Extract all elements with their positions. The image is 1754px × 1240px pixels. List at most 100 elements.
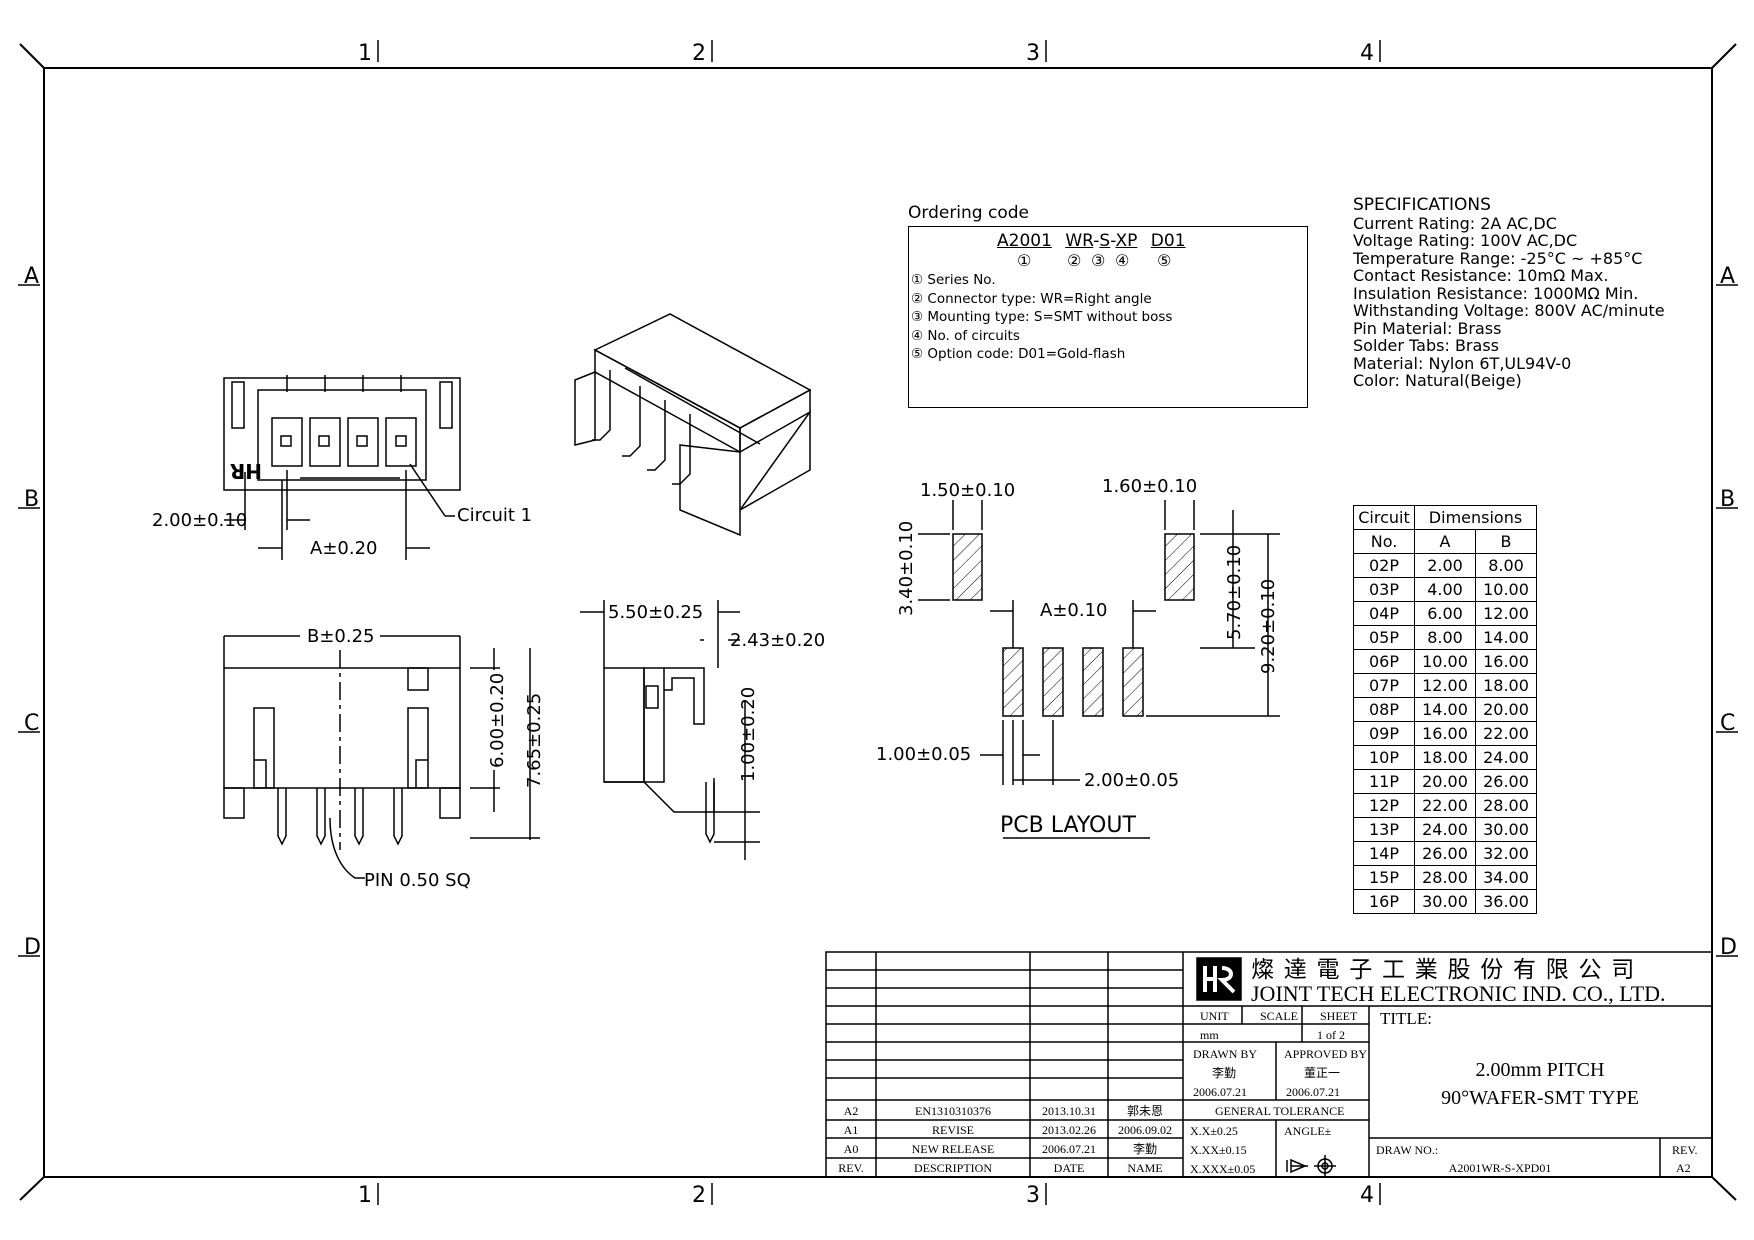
sheet-label: SHEET bbox=[1320, 1009, 1358, 1023]
ordering-line: ④ No. of circuits bbox=[911, 327, 1020, 344]
a-cell: 30.00 bbox=[1414, 889, 1476, 914]
unit-value: mm bbox=[1200, 1028, 1219, 1042]
date-cell: 2013.10.31 bbox=[1042, 1104, 1096, 1118]
ordering-line: ① Series No. bbox=[911, 272, 996, 288]
name-cell: 2006.09.02 bbox=[1118, 1123, 1172, 1137]
date-cell: 2013.02.26 bbox=[1042, 1123, 1096, 1137]
a-cell: 4.00 bbox=[1414, 577, 1476, 602]
circuit-cell: 04P bbox=[1353, 601, 1415, 626]
col-label-top: 1 bbox=[358, 41, 372, 66]
spec-line: Withstanding Voltage: 800V AC/minute bbox=[1353, 301, 1665, 320]
header-no: No. bbox=[1353, 529, 1415, 554]
b-cell: 32.00 bbox=[1475, 841, 1537, 866]
b-cell: 12.00 bbox=[1475, 601, 1537, 626]
circuit-cell: 03P bbox=[1353, 577, 1415, 602]
specifications: SPECIFICATIONS Current Rating: 2A AC,DC … bbox=[1353, 196, 1665, 390]
pcb-layout-title: PCB LAYOUT bbox=[1000, 813, 1136, 838]
circuit-cell: 10P bbox=[1353, 745, 1415, 770]
code-circuits: XP bbox=[1115, 231, 1138, 251]
circuit-cell: 15P bbox=[1353, 865, 1415, 890]
top-view bbox=[223, 375, 461, 560]
drawn-by-name: 李勤 bbox=[1212, 1065, 1236, 1080]
dim-550: 5.50±0.25 bbox=[608, 602, 703, 623]
dim-243: 2.43±0.20 bbox=[730, 630, 825, 651]
a-cell: 24.00 bbox=[1414, 817, 1476, 842]
a-cell: 18.00 bbox=[1414, 745, 1476, 770]
desc-cell: REVISE bbox=[932, 1123, 974, 1137]
approved-by-label: APPROVED BY bbox=[1284, 1047, 1367, 1061]
row-label-right: D bbox=[1720, 935, 1737, 960]
circuit-cell: 14P bbox=[1353, 841, 1415, 866]
b-cell: 36.00 bbox=[1475, 889, 1537, 914]
a-cell: 28.00 bbox=[1414, 865, 1476, 890]
ordering-code-box: A2001 WR-S-XP D01 ① ② ③ ④ ⑤ ① Series No.… bbox=[908, 226, 1308, 408]
side-view-labels: 5.50±0.25 2.43±0.20 1.00±0.20 bbox=[608, 602, 825, 782]
row-label-left: B bbox=[24, 487, 39, 512]
b-cell: 20.00 bbox=[1475, 697, 1537, 722]
dim-w-100: 1.00±0.05 bbox=[876, 744, 971, 765]
hr-mark: HR bbox=[230, 459, 262, 483]
spec-line: Insulation Resistance: 1000MΩ Min. bbox=[1353, 283, 1639, 303]
ordering-line: ⑤ Option code: D01=Gold-flash bbox=[911, 346, 1126, 363]
a-cell: 16.00 bbox=[1414, 721, 1476, 746]
col-label-bottom: 1 bbox=[358, 1183, 372, 1208]
draw-no-label: DRAW NO.: bbox=[1376, 1143, 1438, 1157]
unit-label: UNIT bbox=[1200, 1009, 1229, 1023]
company-name-cn: 燦 達 電 子 工 業 股 份 有 限 公 司 bbox=[1251, 957, 1636, 982]
pcb-labels: 1.50±0.10 1.60±0.10 3.40±0.10 A±0.10 5.7… bbox=[876, 476, 1279, 838]
b-cell: 30.00 bbox=[1475, 817, 1537, 842]
name-cell: 李勤 bbox=[1133, 1141, 1157, 1156]
ordering-legend: ① Series No. ② Connector type: WR=Right … bbox=[911, 271, 1172, 364]
desc-cell: EN1310310376 bbox=[915, 1104, 991, 1118]
b-cell: 18.00 bbox=[1475, 673, 1537, 698]
code-series: A2001 bbox=[997, 231, 1052, 251]
b-cell: 16.00 bbox=[1475, 649, 1537, 674]
b-cell: 28.00 bbox=[1475, 793, 1537, 818]
code-sep: - bbox=[1110, 231, 1116, 251]
b-cell: 34.00 bbox=[1475, 865, 1537, 890]
row-label-right: A bbox=[1720, 264, 1735, 289]
sheet-value: 1 of 2 bbox=[1317, 1028, 1345, 1042]
dim-a-020: A±0.20 bbox=[310, 538, 377, 559]
drawn-by-date: 2006.07.21 bbox=[1193, 1085, 1247, 1099]
top-view-labels: 2.00±0.10 A±0.20 Circuit 1 HR bbox=[152, 459, 532, 559]
pcb-layout bbox=[918, 500, 1280, 839]
rev-value: A2 bbox=[1676, 1161, 1691, 1175]
angle-label: ANGLE± bbox=[1284, 1124, 1332, 1138]
a-cell: 6.00 bbox=[1414, 601, 1476, 626]
row-label-left: D bbox=[24, 935, 41, 960]
revision-table: A2 EN1310310376 2013.10.31 郭未恩 A1 REVISE… bbox=[838, 1104, 1172, 1175]
row-label-left: C bbox=[24, 711, 39, 736]
zone-labels: 1 2 3 4 1 2 3 4 A B C D A B C D bbox=[24, 41, 1737, 1208]
code-number: ③ bbox=[1091, 251, 1106, 270]
dim-pitch: 2.00±0.10 bbox=[152, 510, 247, 531]
code-number: ④ bbox=[1115, 251, 1130, 270]
spec-line: Temperature Range: -25°C ~ +85°C bbox=[1353, 248, 1643, 268]
spec-line: Solder Tabs: Brass bbox=[1353, 336, 1499, 355]
spec-line: Current Rating: 2A AC,DC bbox=[1353, 213, 1557, 233]
col-label-top: 2 bbox=[692, 41, 706, 66]
zone-ticks bbox=[18, 40, 1738, 1205]
dim-920: 9.20±0.10 bbox=[1258, 579, 1279, 674]
col-label-bottom: 2 bbox=[692, 1183, 706, 1208]
ordering-code: A2001 WR-S-XP D01 bbox=[997, 231, 1186, 251]
col-label-top: 4 bbox=[1360, 41, 1374, 66]
dim-pad-160: 1.60±0.10 bbox=[1102, 476, 1197, 497]
front-view-labels: B±0.25 6.00±0.20 7.65±0.25 PIN 0.50 SQ bbox=[307, 626, 545, 891]
b-cell: 24.00 bbox=[1475, 745, 1537, 770]
rev-cell: A1 bbox=[844, 1123, 859, 1137]
title-block bbox=[825, 951, 1713, 1178]
general-tolerance: GENERAL TOLERANCE bbox=[1215, 1104, 1344, 1118]
